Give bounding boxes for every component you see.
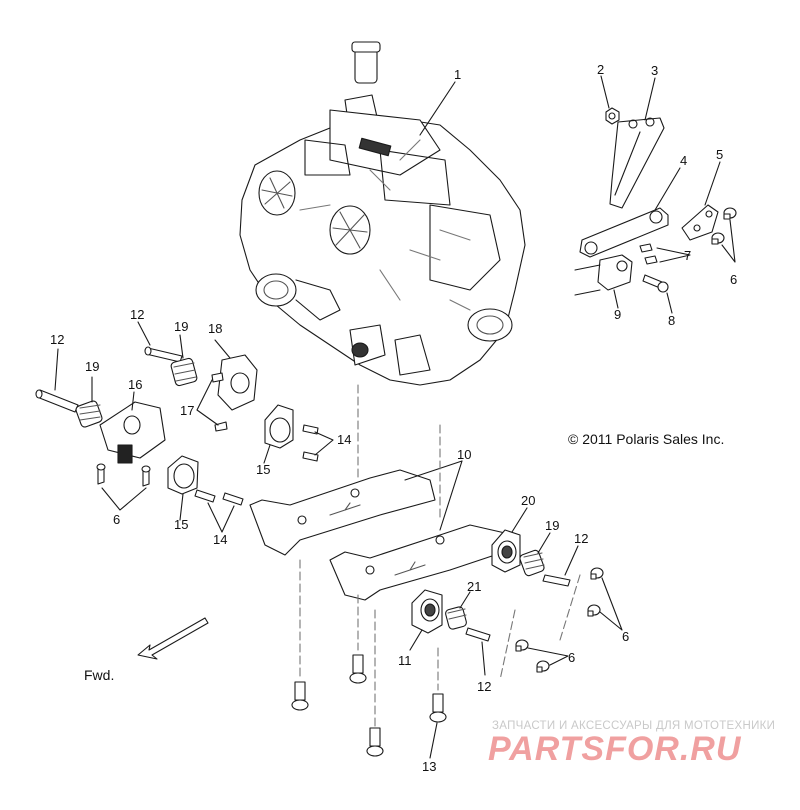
part-6-bolts-upper xyxy=(711,207,737,245)
part-19-bushing-left xyxy=(75,400,103,428)
part-15-iso-mount-upper xyxy=(264,404,294,449)
engine-assembly xyxy=(239,41,526,386)
callout-12-lower: 12 xyxy=(477,679,492,694)
callout-7: 7 xyxy=(684,248,692,263)
part-12-pin-right xyxy=(542,574,571,587)
part-12-pin-lower xyxy=(465,627,491,642)
callout-9: 9 xyxy=(614,307,622,322)
callout-1: 1 xyxy=(454,67,462,82)
callout-6-right: 6 xyxy=(622,629,630,644)
part-12-pin-left xyxy=(35,389,79,413)
part-10-mount-rails xyxy=(249,469,511,601)
callout-19-right: 19 xyxy=(545,518,560,533)
part-2-nut xyxy=(605,107,620,125)
callout-6-left: 6 xyxy=(113,512,121,527)
callout-10: 10 xyxy=(457,447,472,462)
callout-8: 8 xyxy=(668,313,676,328)
centerlines xyxy=(299,384,581,731)
callout-13: 13 xyxy=(422,759,437,774)
callout-11: 11 xyxy=(398,653,412,668)
part-17-bolts xyxy=(211,372,228,432)
part-3-bracket xyxy=(609,117,665,209)
watermark-logo: PARTSFOR.RU xyxy=(488,730,742,768)
callout-14-upper: 14 xyxy=(337,432,352,447)
callout-12-left: 12 xyxy=(50,332,65,347)
callout-14-lower: 14 xyxy=(213,532,228,547)
part-6-screws-left xyxy=(96,463,151,487)
part-6-bolts-right xyxy=(515,567,604,673)
callout-2: 2 xyxy=(597,62,605,77)
forward-arrow-icon xyxy=(137,617,209,660)
callout-12-right: 12 xyxy=(574,531,589,546)
leader-line-1 xyxy=(419,81,456,136)
callout-4: 4 xyxy=(680,153,688,168)
part-20-bearing-housing xyxy=(491,529,521,573)
callout-5: 5 xyxy=(716,147,724,162)
callout-19-upper: 19 xyxy=(174,319,189,334)
callout-15-upper: 15 xyxy=(256,462,271,477)
part-12-pin-upper xyxy=(144,346,183,363)
part-11-bearing-housing xyxy=(411,589,443,634)
part-8-bolt xyxy=(642,274,669,293)
callout-6-lower: 6 xyxy=(568,650,576,665)
watermark-subtitle: ЗАПЧАСТИ И АКСЕССУАРЫ ДЛЯ МОТОТЕХНИКИ xyxy=(492,720,776,732)
part-14-bolts-upper xyxy=(302,424,319,462)
part-19-bushing-right xyxy=(519,549,545,577)
part-14-bolts-lower xyxy=(194,489,244,506)
callout-20: 20 xyxy=(521,493,536,508)
callout-21: 21 xyxy=(467,579,482,594)
part-4-link-arm xyxy=(579,207,669,258)
part-19-bushing-upper xyxy=(170,357,198,387)
part-5-plate xyxy=(681,204,719,241)
callout-12-upper: 12 xyxy=(130,307,145,322)
part-18-mount-plate xyxy=(217,354,258,411)
part-21-bushing xyxy=(445,606,467,630)
forward-direction-label: Fwd. xyxy=(84,667,115,683)
copyright-notice: © 2011 Polaris Sales Inc. xyxy=(568,431,725,447)
part-13-bolts xyxy=(291,654,447,757)
callout-3: 3 xyxy=(651,63,659,78)
callout-17: 17 xyxy=(180,403,195,418)
callout-6-upper: 6 xyxy=(730,272,738,287)
part-15-iso-mount-lower xyxy=(167,455,199,495)
callout-16: 16 xyxy=(128,377,143,392)
part-16-mount xyxy=(99,401,166,464)
callout-19-left: 19 xyxy=(85,359,100,374)
callout-18: 18 xyxy=(208,321,223,336)
part-9-bracket xyxy=(574,254,633,296)
callout-15-lower: 15 xyxy=(174,517,189,532)
part-7-bolts xyxy=(639,243,658,265)
